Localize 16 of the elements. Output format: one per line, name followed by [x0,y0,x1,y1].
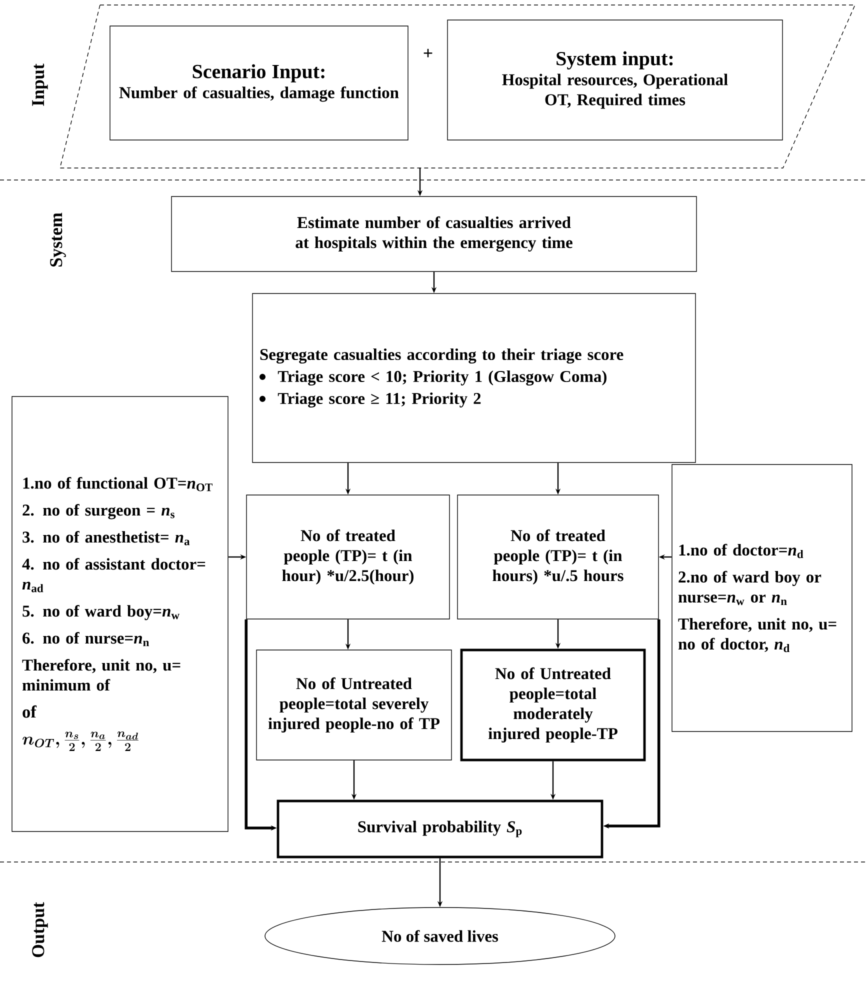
process-box: Survival probability S$_{p}$ [276,800,604,858]
process-box: No of treated people (TP)= t (in hours) *u/.5 hours [457,494,659,620]
plus-sign: + [424,48,432,58]
resource-box: 1.no of doctor=n$_{d}$ 2.no of ward boy or nurse=n$_{w}$ or n$_{n}$ Therefore, unit no, u= no of doctor, n$_{d}$ [672,464,852,732]
process-box: No of Untreated people=total severely injured people-no of TP [256,650,452,760]
process-box: Segregate casualties according to their triage score Triage score < 10; Priority 1 (Glasgow Coma) Triage score ≥ 11; Priority 2 [252,293,696,463]
input-box: Scenario Input: Number of casualties, damage function [110,26,408,140]
input-box: System input: Hospital resources, Operational OT, Required times [447,20,783,140]
input-parallelogram [60,4,856,168]
process-box: No of treated people (TP)= t (in hour) *u/2.5(hour) [246,494,450,620]
resource-box: 1.no of functional OT=n$_{OT}$ 2. no of surgeon = n$_{s}$ 3. no of anesthetist= n$_{a}$ 4. no of assistant doctor= n$_{ad}$ 5. no of ward boy=n$_{w}$ 6. no of nurse=n$_{n}$ Therefore, unit no, u= minimum of of $n_{OT}, \frac{n_s}{2}, \frac{n_a}{2}, \frac{n_{ad}}{2}$ [12,396,228,832]
process-box: No of Untreated people=total moderately injured people-TP [460,648,646,762]
side-label: Output [32,902,48,958]
process-box: Estimate number of casualties arrived at hospitals within the emergency time [171,196,697,272]
side-label: Input [32,64,48,106]
side-label: System [50,212,66,267]
